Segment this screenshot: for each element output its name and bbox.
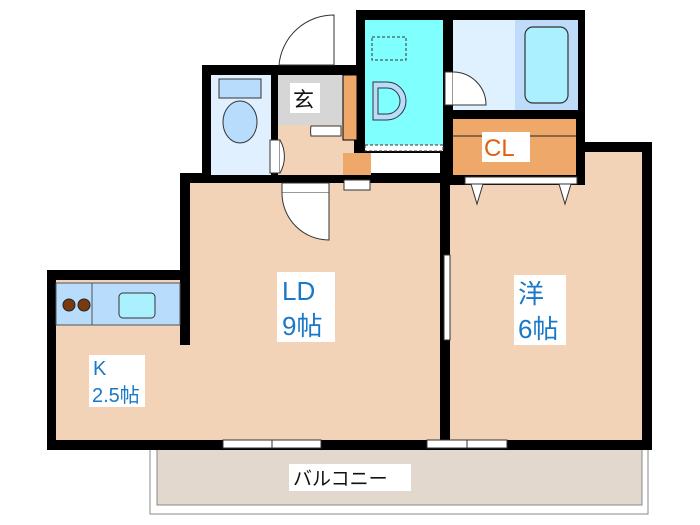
sliding-door bbox=[443, 254, 451, 341]
western-room-size: 6帖 bbox=[518, 314, 558, 344]
closet-door bbox=[464, 176, 578, 185]
stove-burner-icon bbox=[62, 298, 76, 312]
closet-label: CL bbox=[484, 135, 515, 162]
ld-room-size: 9帖 bbox=[282, 311, 322, 341]
toilet-icon bbox=[218, 78, 262, 144]
front-door bbox=[278, 14, 335, 66]
kitchen-room-size: 2.5帖 bbox=[92, 384, 140, 407]
stove-burner-icon bbox=[77, 298, 91, 312]
kitchen-room-name: K bbox=[93, 358, 107, 380]
windows bbox=[222, 439, 508, 449]
entrance-label: 玄 bbox=[293, 88, 314, 112]
balcony-label: バルコニー bbox=[293, 468, 388, 490]
balcony bbox=[149, 445, 649, 515]
western-room-name: 洋 bbox=[518, 279, 544, 309]
bathtub-icon bbox=[524, 26, 569, 104]
doors bbox=[269, 14, 578, 341]
shoe-cabinet bbox=[342, 74, 358, 141]
storage-cabinet bbox=[343, 153, 371, 175]
washbasin-icon bbox=[371, 36, 407, 121]
ld-room-name: LD bbox=[282, 276, 315, 306]
kitchen-counter bbox=[55, 282, 181, 326]
sink-icon bbox=[118, 292, 156, 319]
